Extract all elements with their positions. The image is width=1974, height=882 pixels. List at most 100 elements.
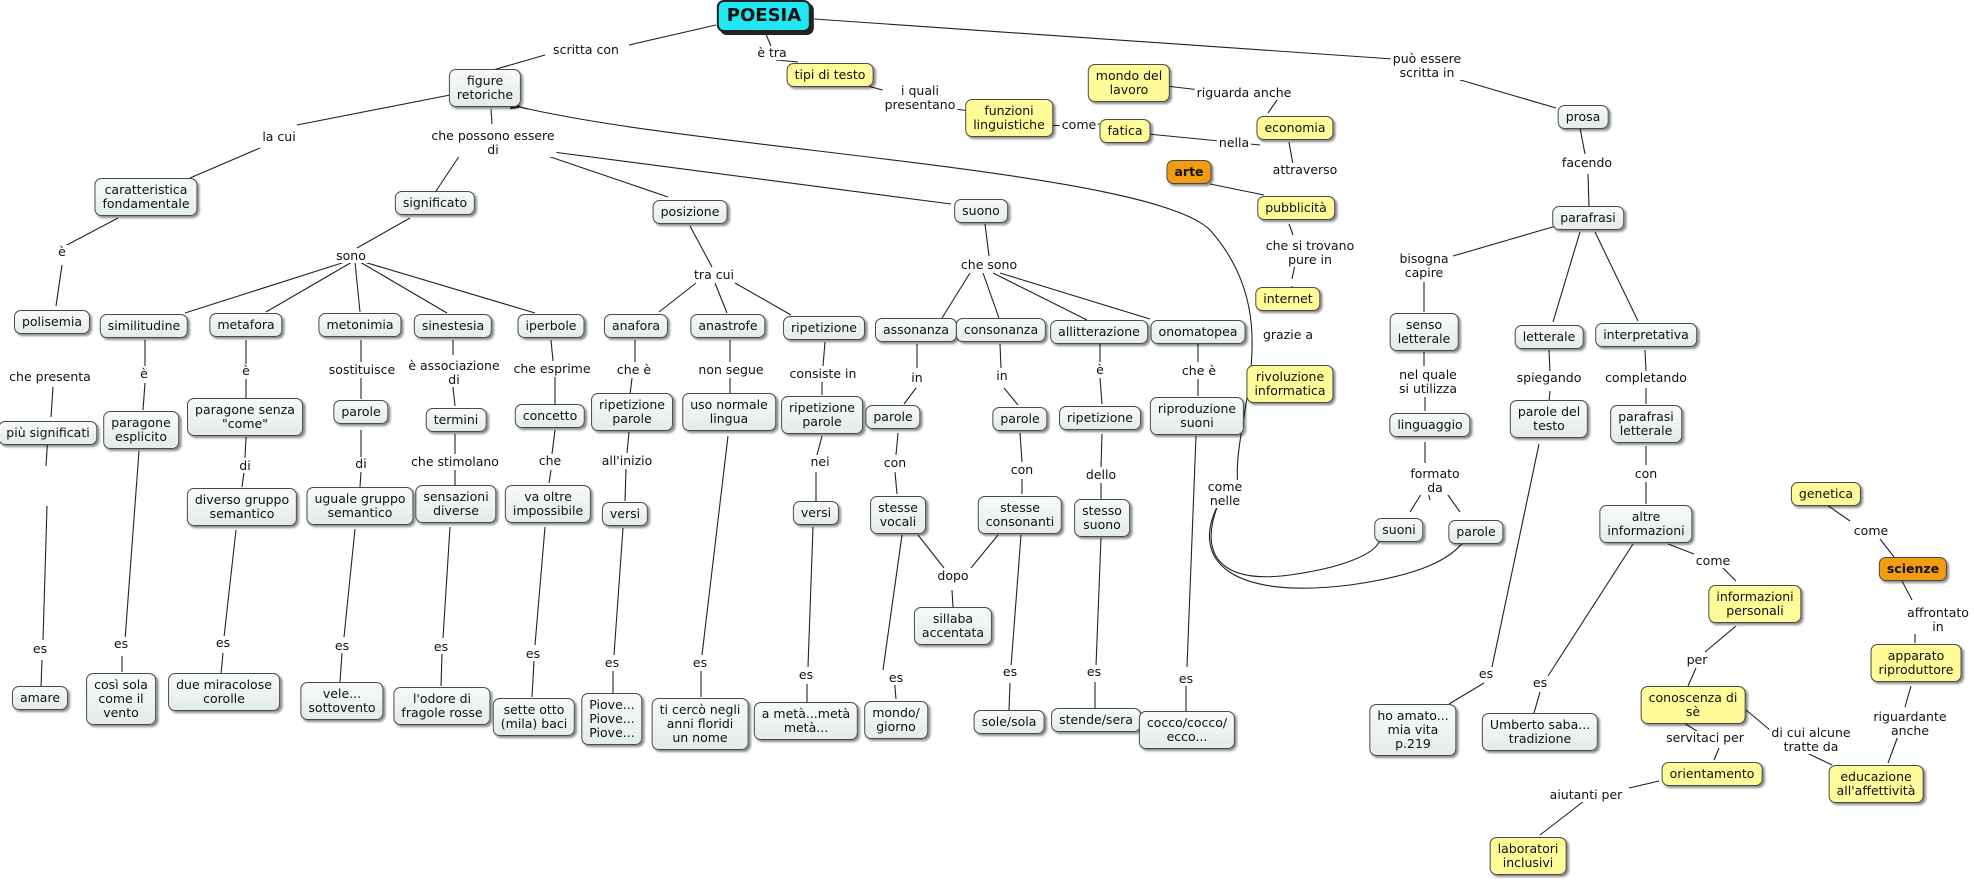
node-ripetizione-allitterazione[interactable]: ripetizione: [1059, 406, 1141, 430]
link-label: es: [1176, 671, 1196, 686]
link-label: con: [881, 455, 909, 470]
node-internet[interactable]: internet: [1255, 287, 1321, 311]
node-sinestesia[interactable]: sinestesia: [413, 314, 493, 338]
link-label: che presenta: [7, 369, 93, 384]
node-suono[interactable]: suono: [954, 199, 1008, 223]
node-cocco[interactable]: cocco/cocco/ecco...: [1138, 711, 1236, 749]
node-concetto[interactable]: concetto: [514, 404, 586, 428]
link-label: es: [431, 639, 451, 654]
node-parole-assonanza[interactable]: parole: [865, 405, 921, 429]
node-metafora[interactable]: metafora: [209, 313, 283, 337]
node-polisemia[interactable]: polisemia: [13, 310, 91, 334]
node-sette-otto[interactable]: sette otto(mila) baci: [492, 698, 576, 736]
node-versi-ripetizione[interactable]: versi: [792, 501, 840, 525]
node-similitudine[interactable]: similitudine: [99, 314, 189, 338]
node-prosa[interactable]: prosa: [1557, 105, 1609, 129]
node-anafora[interactable]: anafora: [603, 314, 669, 338]
node-vele[interactable]: vele...sottovento: [300, 682, 384, 720]
node-letterale[interactable]: letterale: [1514, 325, 1584, 349]
link-label: che sono: [958, 257, 1020, 272]
node-parole-linguaggio[interactable]: parole: [1448, 520, 1504, 544]
node-assonanza[interactable]: assonanza: [874, 318, 958, 342]
link-label: nei: [808, 454, 832, 469]
node-parole-metonimia[interactable]: parole: [333, 400, 389, 424]
node-consonanza[interactable]: consonanza: [955, 318, 1047, 342]
link-label: facendo: [1559, 155, 1615, 170]
node-ripetizione[interactable]: ripetizione: [783, 316, 865, 340]
link-label: non segue: [696, 362, 766, 377]
node-parole-consonanza[interactable]: parole: [992, 407, 1048, 431]
node-versi-anafora[interactable]: versi: [601, 502, 649, 526]
node-mondo-giorno[interactable]: mondo/giorno: [864, 701, 928, 739]
node-arte[interactable]: arte: [1166, 160, 1212, 184]
node-tipi-di-testo[interactable]: tipi di testo: [786, 63, 874, 87]
node-umberto-saba[interactable]: Umberto saba...tradizione: [1481, 713, 1599, 751]
node-parafrasi[interactable]: parafrasi: [1552, 206, 1624, 230]
node-fatica[interactable]: fatica: [1099, 119, 1151, 143]
node-allitterazione[interactable]: allitterazione: [1050, 320, 1148, 344]
link-label: servitaci per: [1664, 730, 1746, 745]
node-genetica[interactable]: genetica: [1790, 482, 1862, 506]
node-piove[interactable]: Piove...Piove...Piove...: [581, 693, 643, 745]
node-interpretativa[interactable]: interpretativa: [1595, 323, 1697, 347]
node-anastrofe[interactable]: anastrofe: [690, 314, 766, 338]
node-stende-sera[interactable]: stende/sera: [1051, 708, 1141, 732]
node-metonimia[interactable]: metonimia: [318, 313, 402, 337]
link-label: di: [353, 456, 369, 471]
root-node[interactable]: POESIA: [716, 0, 812, 32]
node-paragone-senza-come[interactable]: paragone senza"come": [187, 398, 303, 436]
link-label: è: [138, 366, 150, 381]
node-significato[interactable]: significato: [394, 191, 476, 215]
node-sole-sola[interactable]: sole/sola: [973, 710, 1045, 734]
node-linguaggio[interactable]: linguaggio: [1389, 413, 1471, 437]
node-scienze[interactable]: scienze: [1878, 557, 1948, 581]
node-amare[interactable]: amare: [11, 686, 69, 710]
link-label: in: [909, 370, 925, 385]
node-piu-significati[interactable]: più significati: [0, 421, 98, 445]
node-iperbole[interactable]: iperbole: [517, 314, 585, 338]
link-label: è: [1094, 362, 1106, 377]
node-economia[interactable]: economia: [1256, 116, 1334, 140]
node-suoni[interactable]: suoni: [1374, 518, 1424, 542]
node-pubblicita[interactable]: pubblicità: [1257, 196, 1335, 220]
node-orientamento[interactable]: orientamento: [1661, 762, 1763, 786]
node-posizione[interactable]: posizione: [652, 200, 728, 224]
node-termini[interactable]: termini: [425, 408, 487, 432]
node-onomatopea[interactable]: onomatopea: [1150, 320, 1246, 344]
